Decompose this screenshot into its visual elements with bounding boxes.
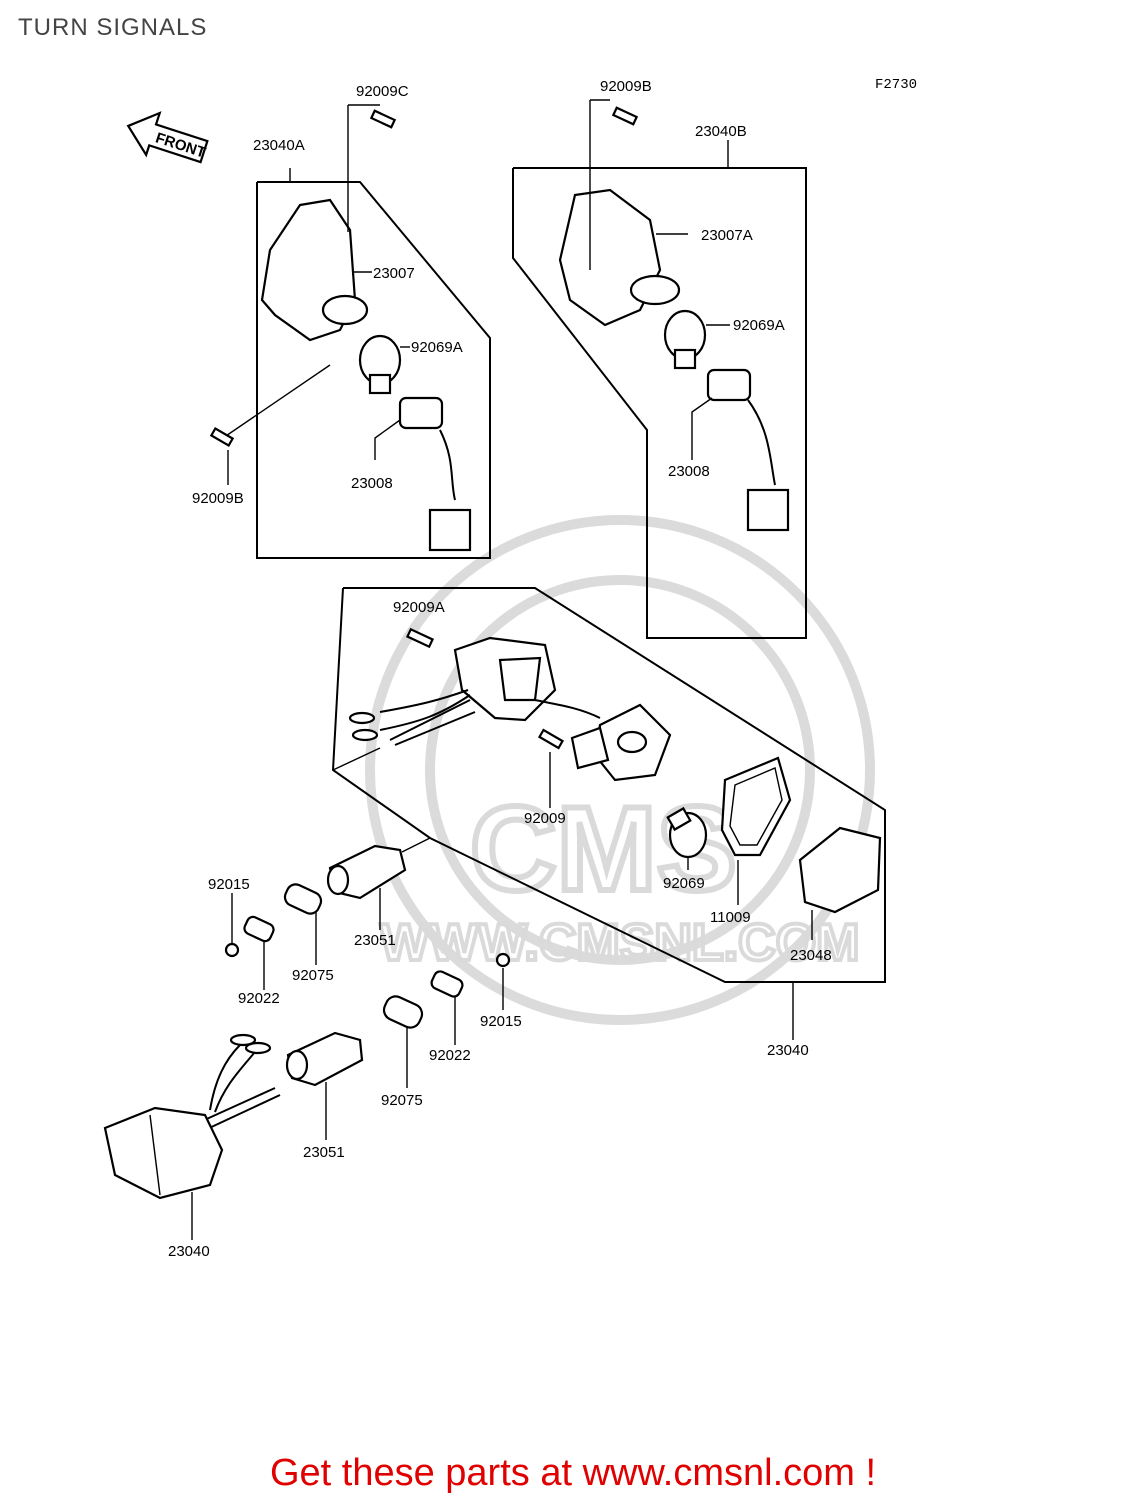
footer-promo-text: Get these parts at www.cmsnl.com ! <box>269 1452 877 1494</box>
screw-92009b-right <box>611 106 639 126</box>
page-title: TURN SIGNALS <box>18 14 208 41</box>
label-92009c: 92009C <box>356 83 409 100</box>
group-23040 <box>331 587 886 1040</box>
connector-23008-right <box>746 488 790 532</box>
label-23040-lower: 23040 <box>168 1243 210 1260</box>
mounting-hardware <box>224 844 511 1140</box>
label-92022-right: 92022 <box>429 1047 471 1064</box>
screw-92009b-left <box>209 427 235 447</box>
label-92075-left: 92075 <box>292 967 334 984</box>
lens-socket-23007a <box>629 274 681 306</box>
gasket-11009 <box>720 756 792 857</box>
label-11009: 11009 <box>710 909 751 926</box>
label-92015-right: 92015 <box>480 1013 522 1030</box>
label-23007: 23007 <box>373 265 415 282</box>
lens-23040-lower <box>103 1106 224 1200</box>
part-labels: 92009C 23040A 23007 92069A 23008 92009B … <box>168 78 832 1260</box>
nut-92015-right <box>495 952 511 968</box>
turn-signal-23040-lower <box>103 1033 281 1240</box>
screw-92009 <box>537 728 565 750</box>
label-23051-lower: 23051 <box>303 1144 345 1161</box>
label-92069: 92069 <box>663 875 705 892</box>
label-23008-right: 23008 <box>668 463 710 480</box>
label-23040-right: 23040 <box>767 1042 809 1059</box>
socket-23008-right <box>706 368 752 402</box>
nut-92015-left <box>224 942 240 958</box>
lens-23007a <box>558 188 662 327</box>
label-92069a-right: 92069A <box>733 317 785 334</box>
lens-23048 <box>798 826 882 914</box>
watermark-text: WWW.CMSNL.COM <box>380 914 859 972</box>
label-23040a: 23040A <box>253 137 305 154</box>
washer-92022-right <box>430 970 464 998</box>
label-92009a: 92009A <box>393 599 445 616</box>
label-92022-left: 92022 <box>238 990 280 1007</box>
screw-92009c <box>369 109 397 129</box>
figure-code: F2730 <box>875 77 917 93</box>
group-23040b <box>512 99 807 639</box>
watermark: CMS WWW.CMSNL.COM <box>365 515 875 1025</box>
grommet-92075-upper <box>283 883 323 915</box>
label-92009: 92009 <box>524 810 566 827</box>
connector-23008-left <box>428 508 472 552</box>
label-92009b-right: 92009B <box>600 78 652 95</box>
label-23040b: 23040B <box>695 123 747 140</box>
watermark-circle <box>365 515 875 1025</box>
label-92069a-left: 92069A <box>411 339 463 356</box>
watermark-inner-circle <box>425 575 815 965</box>
group-23040a <box>209 104 491 559</box>
front-arrow: FRONT <box>126 111 209 164</box>
label-92009b-left: 92009B <box>192 490 244 507</box>
label-23007a: 23007A <box>701 227 753 244</box>
label-92015-left: 92015 <box>208 876 250 893</box>
label-23051-upper: 23051 <box>354 932 396 949</box>
grommet-92075-lower <box>382 995 424 1029</box>
washer-92022-left <box>243 915 275 943</box>
screw-92009a <box>405 627 435 649</box>
label-92075-right: 92075 <box>381 1092 423 1109</box>
socket-23008-left <box>398 396 444 430</box>
label-23008-left: 23008 <box>351 475 393 492</box>
lens-socket-23007 <box>321 294 369 326</box>
label-23048: 23048 <box>790 947 832 964</box>
